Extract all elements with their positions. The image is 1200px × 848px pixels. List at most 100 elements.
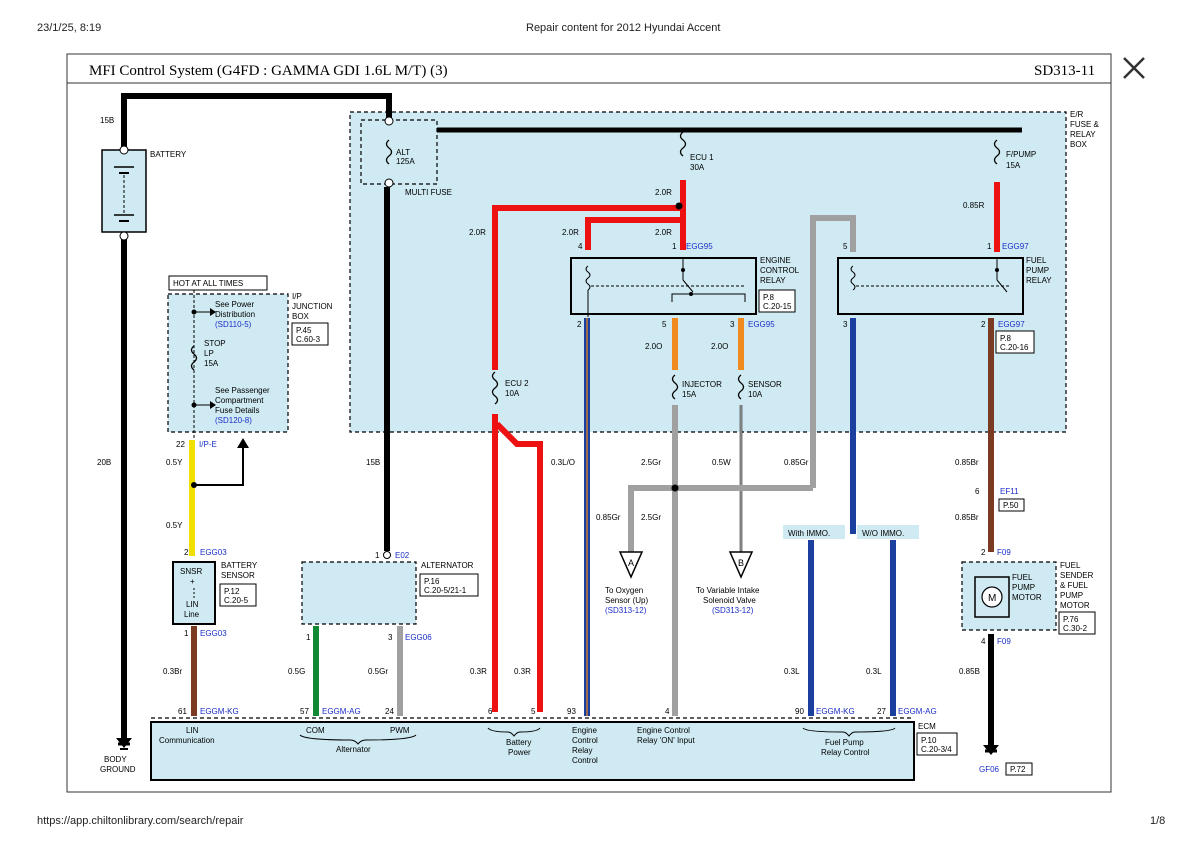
ecm-conn-kg-2: EGGM-KG (816, 707, 855, 716)
ref-b-text-2: Solenoid Valve (703, 596, 756, 605)
ecm-ecr-on: Engine Control (637, 726, 690, 735)
ecu2-fuse-rating: 10A (505, 389, 520, 398)
ecr-pin-1: 1 (672, 242, 677, 251)
wire-0-3l-left: 0.3L (784, 667, 800, 676)
batt-sensor-conn-bottom: EGG03 (200, 629, 227, 638)
ecm-battery-power: Battery (506, 738, 531, 747)
batt-sensor-ref: P.12 (224, 587, 240, 596)
ecm-lin: LIN (186, 726, 199, 735)
ecm-pin-27: 27 (877, 707, 886, 716)
battery-label: BATTERY (150, 150, 187, 159)
ecr-pin-5: 5 (662, 320, 667, 329)
ecm-pin-5: 5 (531, 707, 536, 716)
ecr-label: ENGINE (760, 256, 791, 265)
ip-note-2b: Compartment (215, 396, 264, 405)
ecr-label-3: RELAY (760, 276, 786, 285)
stop-lp-rating: 15A (204, 359, 219, 368)
wire-2-0r-left: 2.0R (469, 228, 486, 237)
alternator (301, 561, 417, 625)
ip-link-1[interactable]: (SD110-5) (215, 320, 252, 329)
fuel-sender-conn-bottom: F09 (997, 637, 1011, 646)
ref-b-link[interactable]: (SD313-12) (712, 606, 754, 615)
diagram-title: MFI Control System (G4FD : GAMMA GDI 1.6… (89, 63, 448, 79)
fpr-label-3: RELAY (1026, 276, 1052, 285)
sensor-fuse-rating: 10A (748, 390, 763, 399)
alt-fuse-rating: 125A (396, 157, 415, 166)
ecm-battery-power-2: Power (508, 748, 531, 757)
batt-sensor-pin-bottom: 1 (184, 629, 189, 638)
ef11-ref: P.50 (1003, 501, 1019, 510)
ecr-pin-3: 3 (730, 320, 735, 329)
fpr-conn: C.20-16 (1000, 343, 1029, 352)
alt-pin-3: 3 (388, 633, 393, 642)
ecm-conn-ag-1: EGGM-AG (322, 707, 361, 716)
ip-note-1b: Distribution (215, 310, 255, 319)
wire-2-5gr: 2.5Gr (641, 458, 661, 467)
wire-2-5gr-lower: 2.5Gr (641, 513, 661, 522)
fpr-ref: P.8 (1000, 334, 1012, 343)
wire-0-3r-left: 0.3R (470, 667, 487, 676)
ecr-connector-top: EGG95 (686, 242, 713, 251)
ecm-pin-61: 61 (178, 707, 187, 716)
ecm-ecr-control-4: Control (572, 756, 598, 765)
ip-connector: I/P-E (199, 440, 217, 449)
ip-box-label-3: BOX (292, 312, 310, 321)
fuel-sender-label: FUEL (1060, 561, 1081, 570)
batt-sensor-label: BATTERY (221, 561, 258, 570)
wire-0-5w: 0.5W (712, 458, 731, 467)
ip-note-1: See Power (215, 300, 254, 309)
stop-lp-fuse-2: LP (204, 349, 214, 358)
fpr-connector-top: EGG97 (1002, 242, 1029, 251)
wire-0-5y-top: 0.5Y (166, 458, 183, 467)
ref-a: A (628, 558, 634, 568)
wire-15b-alt: 15B (366, 458, 380, 467)
fuel-sender-label-3: & FUEL (1060, 581, 1089, 590)
fuel-pump-motor-inner-3: MOTOR (1012, 593, 1042, 602)
batt-sensor-inner-3: LIN (186, 600, 199, 609)
ip-box-conn: C.60-3 (296, 335, 321, 344)
alternator-label: ALTERNATOR (421, 561, 474, 570)
fuel-sender-conn: C.30-2 (1063, 624, 1088, 633)
fuel-pump-motor-inner: FUEL (1012, 573, 1033, 582)
ecm-pin-4: 4 (665, 707, 670, 716)
wire-0-3r-right: 0.3R (514, 667, 531, 676)
fpr-connector-bottom: EGG97 (998, 320, 1025, 329)
ecu1-fuse-name: ECU 1 (690, 153, 714, 162)
wire-15b-top: 15B (100, 116, 114, 125)
ip-link-2[interactable]: (SD120-8) (215, 416, 252, 425)
ecm-alternator: Alternator (336, 745, 371, 754)
print-title: Repair content for 2012 Hyundai Accent (526, 22, 721, 34)
body-ground-label-2: GROUND (100, 765, 136, 774)
print-url: https://app.chiltonlibrary.com/search/re… (37, 815, 244, 827)
fuel-pump-motor-inner-2: PUMP (1012, 583, 1035, 592)
alt-conn-top: E02 (395, 551, 410, 560)
ecm-fpr-control-2: Relay Control (821, 748, 870, 757)
fpr-label-2: PUMP (1026, 266, 1049, 275)
alt-pin-top: 1 (375, 551, 380, 560)
close-x-icon[interactable] (1118, 52, 1150, 84)
ip-junction-box (167, 293, 289, 433)
stop-lp-fuse: STOP (204, 339, 226, 348)
wire-0-3l-right: 0.3L (866, 667, 882, 676)
ecm-lin-2: Communication (159, 736, 215, 745)
fpr-pin-5: 5 (843, 242, 848, 251)
wire-0-3br: 0.3Br (163, 667, 182, 676)
injector-fuse-name: INJECTOR (682, 380, 722, 389)
motor-icon: M (988, 593, 996, 604)
ecr-conn: C.20-15 (763, 302, 792, 311)
fpump-fuse-rating: 15A (1006, 161, 1021, 170)
alt-fuse-name: ALT (396, 148, 410, 157)
body-ground-label: BODY (104, 755, 127, 764)
ecm-ecr-control-3: Relay (572, 746, 592, 755)
fuel-sender-label-5: MOTOR (1060, 601, 1090, 610)
ecr-label-2: CONTROL (760, 266, 800, 275)
ip-box-label-2: JUNCTION (292, 302, 333, 311)
alt-conn-bottom: EGG06 (405, 633, 432, 642)
wire-0-85br-bottom: 0.85Br (955, 513, 979, 522)
fuel-sender-label-4: PUMP (1060, 591, 1083, 600)
wire-0-85b: 0.85B (959, 667, 980, 676)
ref-a-link[interactable]: (SD313-12) (605, 606, 647, 615)
wire-20b: 20B (97, 458, 111, 467)
ecm-pin-6: 6 (488, 707, 493, 716)
